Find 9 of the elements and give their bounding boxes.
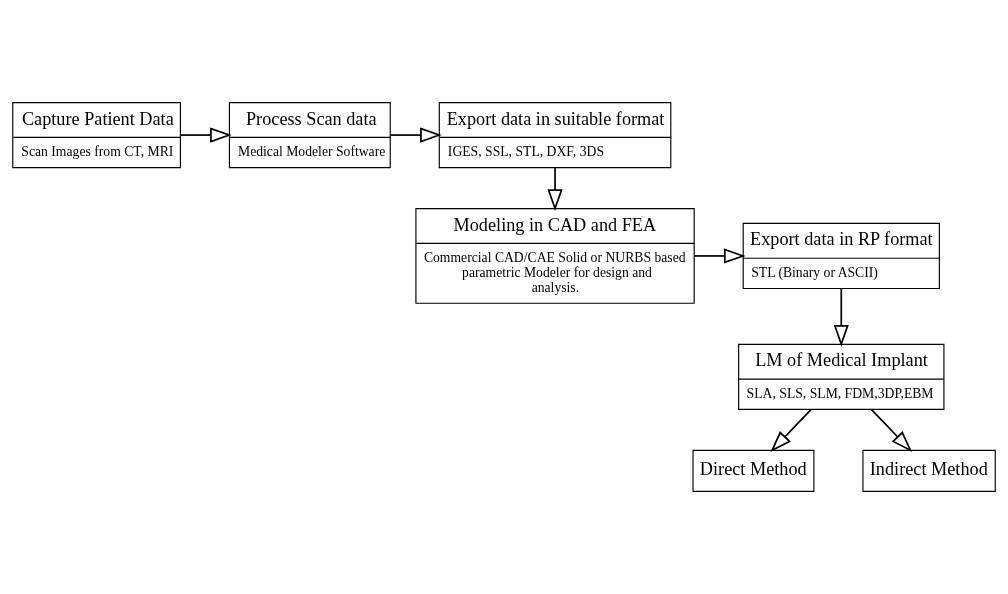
arrow: [770, 408, 812, 453]
arrow: [833, 287, 849, 347]
arrow: [693, 248, 746, 264]
arrow: [547, 166, 563, 212]
node-box: Direct Method: [692, 449, 815, 492]
node-box: Indirect Method: [862, 449, 996, 492]
arrow: [870, 408, 913, 453]
arrow: [389, 127, 442, 143]
arrow: [179, 127, 232, 143]
